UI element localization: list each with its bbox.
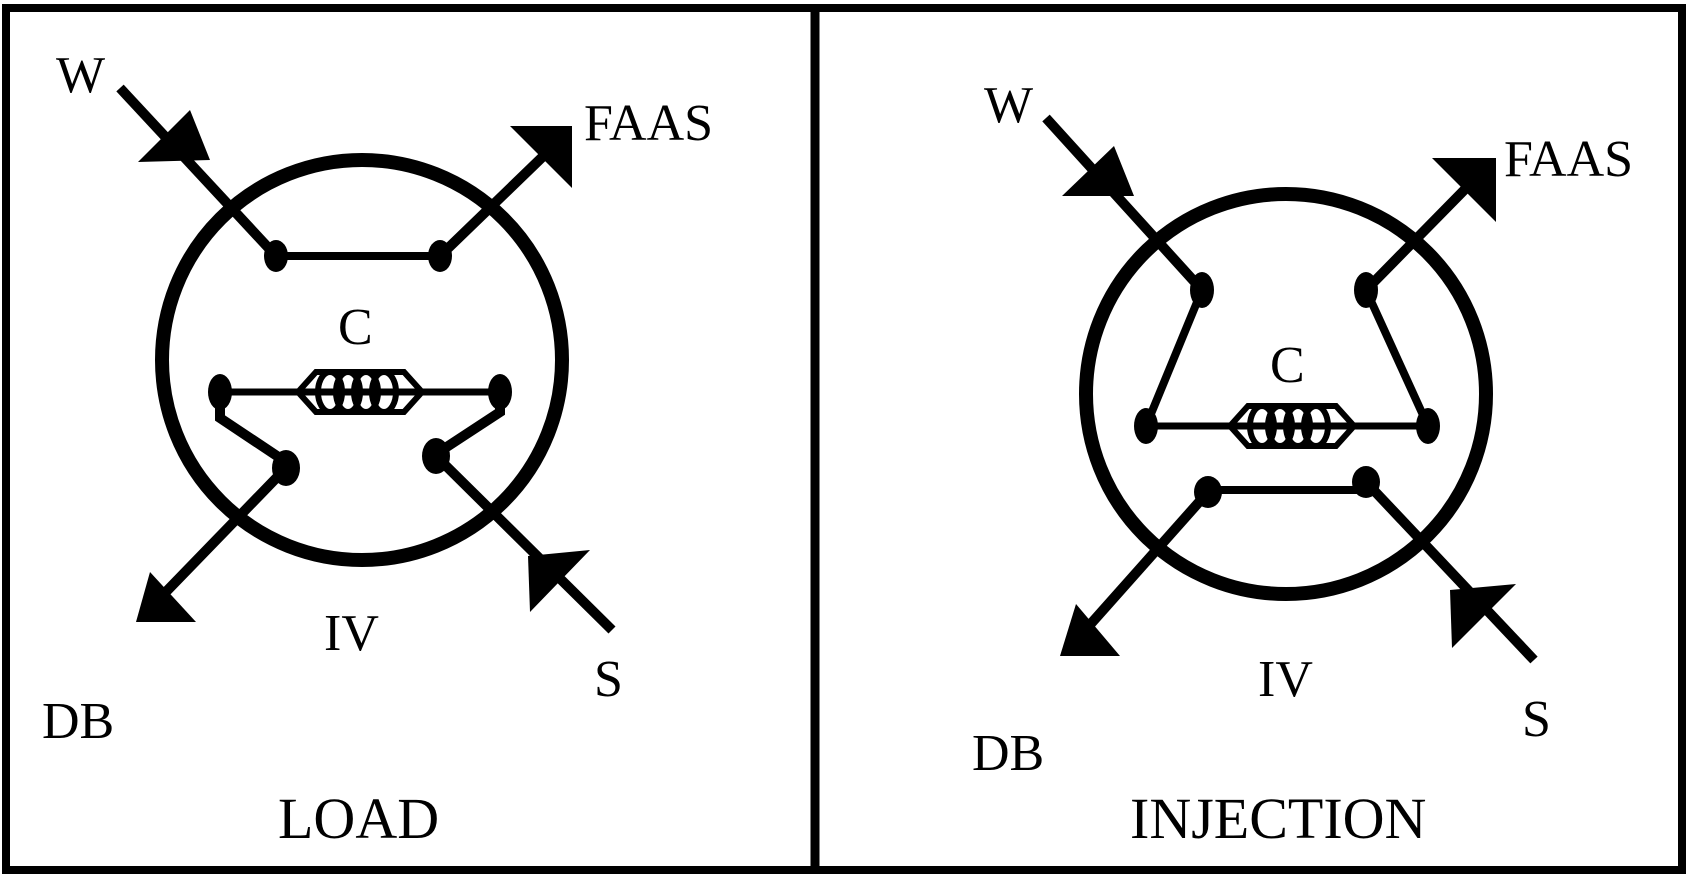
db-outlet-line — [1060, 488, 1212, 656]
valve-body-circle — [155, 153, 569, 567]
w-inlet-line — [1042, 114, 1206, 294]
w-inlet-line — [116, 84, 280, 260]
faas-outlet-line — [1362, 158, 1496, 294]
panel-injection: W FAAS C IV DB S INJECTION — [972, 77, 1633, 851]
label-faas: FAAS — [1504, 131, 1633, 188]
caption-load: LOAD — [278, 786, 439, 851]
channel-db-s — [1194, 466, 1380, 508]
channel-w-faas — [264, 240, 452, 272]
panel-load: W FAAS C IV DB S LOAD — [42, 47, 713, 851]
label-iv: IV — [1258, 651, 1313, 708]
caption-injection: INJECTION — [1130, 786, 1426, 851]
channel-w-coil — [1142, 272, 1214, 428]
db-outlet-line — [136, 464, 290, 622]
coil-c — [208, 372, 512, 412]
faas-outlet-line — [436, 126, 572, 260]
label-iv: IV — [324, 605, 379, 662]
label-faas: FAAS — [584, 95, 713, 152]
coil-c — [1134, 406, 1440, 446]
label-db: DB — [42, 693, 114, 750]
s-inlet-line — [432, 452, 616, 634]
figure-border — [2, 4, 1686, 874]
label-w: W — [56, 47, 105, 104]
label-c: C — [338, 299, 373, 356]
label-w: W — [984, 77, 1033, 134]
s-inlet-line — [1362, 478, 1538, 664]
label-c: C — [1270, 337, 1305, 394]
channel-faas-coil — [1354, 272, 1432, 428]
label-db: DB — [972, 725, 1044, 782]
channel-coil-s — [422, 392, 505, 474]
label-s: S — [594, 651, 623, 708]
label-s: S — [1522, 691, 1551, 748]
valve-body-circle — [1079, 187, 1493, 601]
